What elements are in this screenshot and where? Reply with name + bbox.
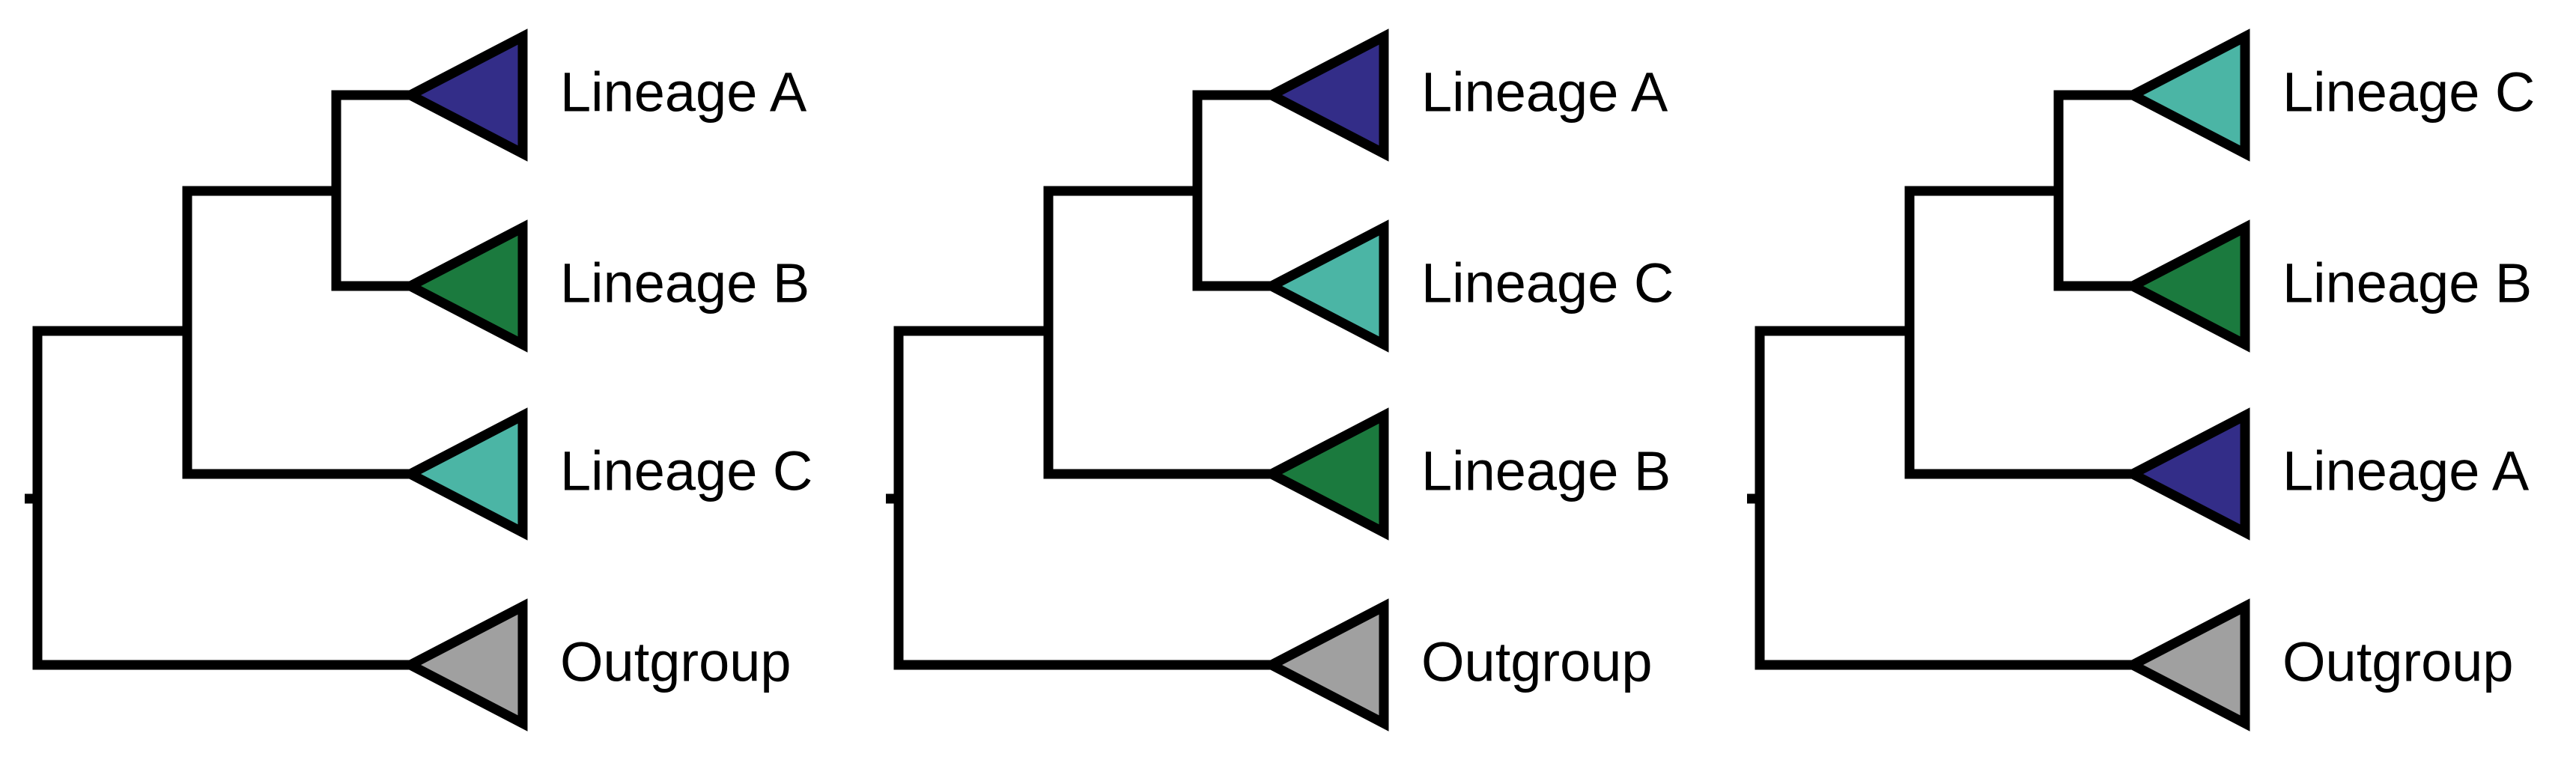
tip-triangle-lineage-a: [1260, 28, 1389, 162]
tree-diagram: Lineage C Lineage B Lineage A Outgroup: [1747, 28, 2535, 732]
tip-triangle-lineage-c: [399, 407, 528, 541]
tip-label: Lineage C: [1421, 252, 1674, 314]
tree-diagram: Lineage A Lineage B Lineage C Outgroup: [25, 28, 812, 732]
tip-triangle-lineage-b: [2121, 219, 2250, 353]
tip-triangle-outgroup: [399, 598, 528, 732]
tip-triangle-lineage-b: [1260, 407, 1389, 541]
tip-label: Outgroup: [1421, 631, 1653, 693]
tip-label: Lineage B: [1421, 440, 1671, 502]
tip-label: Lineage B: [560, 252, 809, 314]
tip-triangle-lineage-a: [2121, 407, 2250, 541]
tip-label: Lineage C: [560, 440, 812, 502]
tip-label: Lineage A: [1421, 61, 1668, 124]
tip-label: Lineage A: [560, 61, 807, 124]
tip-label: Lineage B: [2282, 252, 2532, 314]
tip-label: Lineage A: [2282, 440, 2530, 502]
tip-triangle-lineage-c: [2121, 28, 2250, 162]
tip-label: Outgroup: [560, 631, 792, 693]
tip-triangle-lineage-a: [399, 28, 528, 162]
tree-panel-3: Lineage C Lineage B Lineage A Outgroup: [1722, 0, 2576, 757]
tree-panel-2: Lineage A Lineage C Lineage B Outgroup: [861, 0, 1722, 757]
tip-triangle-lineage-c: [1260, 219, 1389, 353]
tip-triangle-lineage-b: [399, 219, 528, 353]
tree-diagram: Lineage A Lineage C Lineage B Outgroup: [886, 28, 1674, 732]
tip-label: Outgroup: [2282, 631, 2514, 693]
tip-triangle-outgroup: [2121, 598, 2250, 732]
tree-panel-1: Lineage A Lineage B Lineage C Outgroup: [0, 0, 861, 757]
tip-triangle-outgroup: [1260, 598, 1389, 732]
tip-label: Lineage C: [2282, 61, 2535, 124]
